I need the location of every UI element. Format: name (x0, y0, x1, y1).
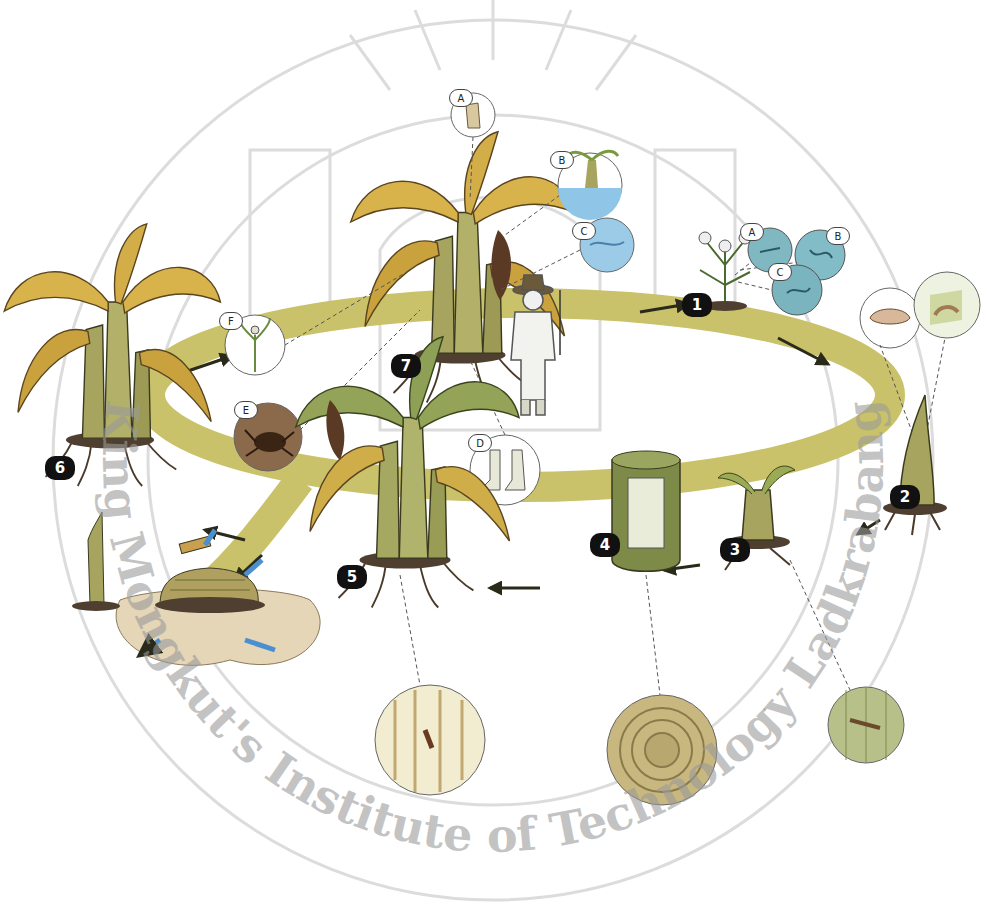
svg-text:King Mongkut's Institute of Te: King Mongkut's Institute of Technology L… (92, 398, 895, 863)
stage-number: 5 (337, 565, 367, 589)
stage-number: 4 (590, 533, 620, 557)
callout-letter: F (219, 312, 243, 330)
stage-number: 7 (391, 354, 421, 378)
stage-number: 2 (890, 485, 920, 509)
callout-letter: E (234, 401, 258, 419)
callout-letter: B (826, 227, 850, 245)
callout-letter: A (740, 223, 764, 241)
callout-letter: B (550, 151, 574, 169)
stage-number: 1 (682, 293, 712, 317)
watermark-text: King Mongkut's Institute of Technology L… (92, 398, 895, 863)
callout-letter: A (449, 89, 473, 107)
callout-letter: D (468, 434, 492, 452)
stage-number: 3 (720, 538, 750, 562)
stage-number: 6 (45, 456, 75, 480)
callout-letter: C (572, 222, 596, 240)
callout-letter: C (768, 263, 792, 281)
